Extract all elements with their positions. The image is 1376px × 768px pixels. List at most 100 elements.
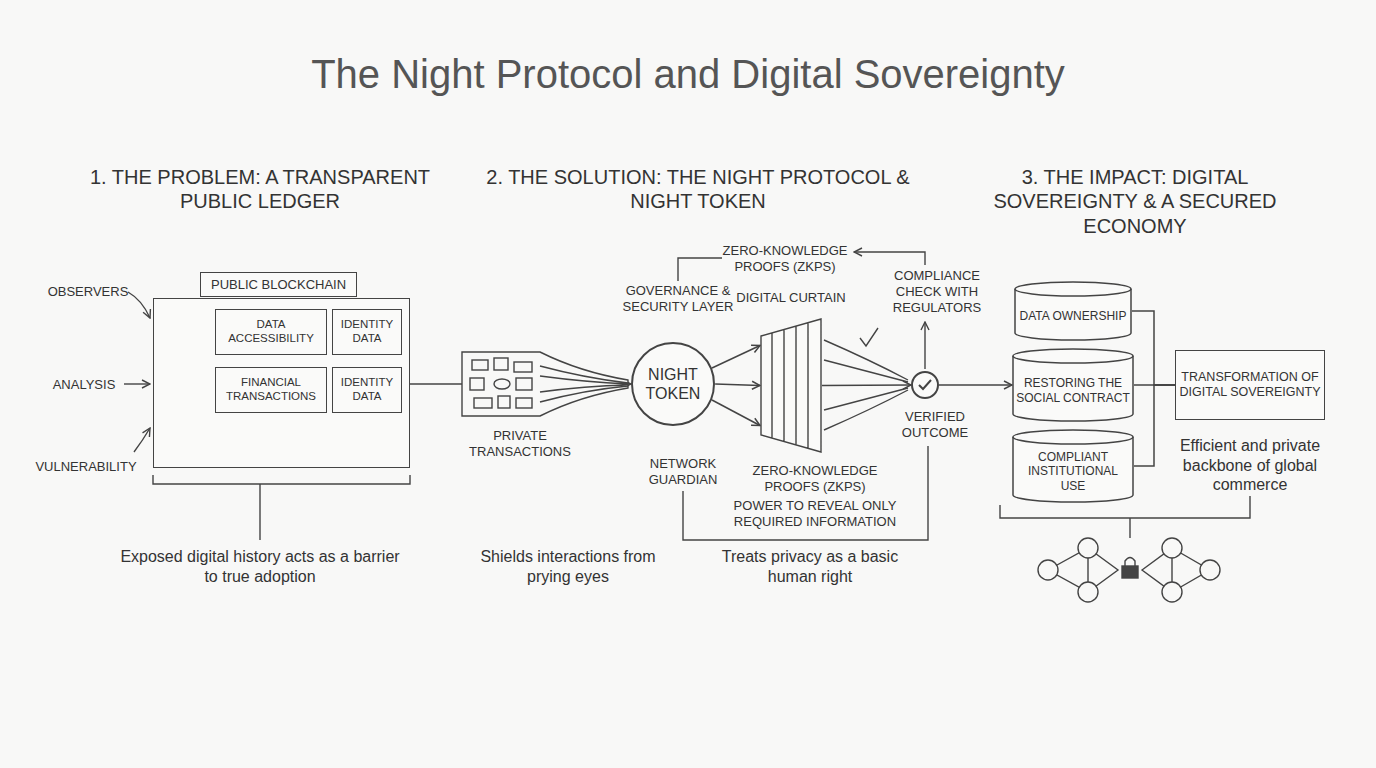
node-text: COMPLIANT INSTITUTIONAL USE xyxy=(1015,450,1131,493)
decor-stroke xyxy=(1122,566,1138,578)
token-circle: NIGHT TOKEN xyxy=(631,342,715,426)
decor-stroke xyxy=(1078,538,1098,558)
cylinder-top xyxy=(1013,437,1133,444)
curtain-shape: DIGITAL CURTAIN xyxy=(760,318,822,453)
decor-stroke xyxy=(516,398,532,408)
connector xyxy=(822,384,911,386)
check-circle: VERIFIED OUTCOME xyxy=(911,371,939,399)
connector xyxy=(712,346,760,368)
decor-stroke xyxy=(860,328,878,346)
node-text: TRANSFORMATION OF DIGITAL SOVEREIGNTY xyxy=(1179,370,1321,400)
data-cylinder: RESTORING THE SOCIAL CONTRACT xyxy=(1012,349,1134,421)
decor-stroke xyxy=(153,475,410,484)
cylinder-top xyxy=(1013,356,1133,363)
node-content: RESTORING THE SOCIAL CONTRACT xyxy=(1012,349,1134,421)
node-content: IDENTITY DATA xyxy=(333,310,401,354)
outcome-label: VERIFIED OUTCOME xyxy=(889,409,981,440)
label-text: 2. THE SOLUTION: THE NIGHT PROTOCOL & NI… xyxy=(473,165,923,214)
curtain-path xyxy=(761,319,821,452)
decor-stroke xyxy=(514,362,532,372)
connector xyxy=(1132,311,1175,385)
node-content: COMPLIANT INSTITUTIONAL USE xyxy=(1012,430,1134,502)
label-text: Efficient and private backbone of global… xyxy=(1165,436,1335,495)
decor-stroke xyxy=(470,378,484,390)
decor-stroke xyxy=(678,258,722,281)
decor-stroke xyxy=(472,360,488,370)
label-text: OBSERVERS xyxy=(43,284,133,300)
transaction-funnel xyxy=(462,352,628,416)
process-box: TRANSFORMATION OF DIGITAL SOVEREIGNTY xyxy=(1175,350,1325,420)
connector xyxy=(1134,385,1175,466)
label-text: Shields interactions from prying eyes xyxy=(468,547,668,586)
label-text: 1. THE PROBLEM: A TRANSPARENT PUBLIC LED… xyxy=(75,165,445,214)
check-mark xyxy=(913,373,937,397)
data-cylinder: DATA OWNERSHIP xyxy=(1014,282,1132,340)
node-content: FINANCIAL TRANSACTIONS xyxy=(216,368,326,412)
label-text: VULNERABILITY xyxy=(34,459,138,475)
label-text: Treats privacy as a basic human right xyxy=(710,547,910,586)
decor-stroke xyxy=(134,428,150,452)
decor-stroke xyxy=(516,378,532,390)
node-text: NIGHT TOKEN xyxy=(636,365,710,403)
node-content: IDENTITY DATA xyxy=(333,368,401,412)
label-text: ZERO-KNOWLEDGE PROOFS (ZKPS) xyxy=(715,243,855,275)
decor-stroke xyxy=(824,360,908,382)
decor-stroke xyxy=(1078,582,1098,602)
converging-rays xyxy=(824,340,908,430)
decor-stroke xyxy=(259,484,260,540)
decor-stroke xyxy=(1200,560,1220,580)
network-icon xyxy=(1038,538,1220,602)
data-cylinder: COMPLIANT INSTITUTIONAL USE xyxy=(1012,430,1134,502)
box-heading: PUBLIC BLOCKCHAIN xyxy=(200,272,357,297)
decor-stroke xyxy=(474,398,492,408)
check-path xyxy=(919,380,931,389)
decor-stroke xyxy=(540,366,628,402)
label-text: ANALYSIS xyxy=(44,377,124,393)
connector xyxy=(939,384,1012,386)
node-text: IDENTITY DATA xyxy=(336,318,398,346)
connector xyxy=(712,400,760,426)
observer-arrows xyxy=(124,292,150,452)
ledger-box: PUBLIC BLOCKCHAINDATA ACCESSIBILITYIDENT… xyxy=(153,298,410,468)
label-text: Exposed digital history acts as a barrie… xyxy=(120,547,400,586)
bracket xyxy=(153,475,410,540)
process-box: DATA ACCESSIBILITY xyxy=(215,309,327,355)
decor-stroke xyxy=(1048,548,1210,592)
shape-heading: DIGITAL CURTAIN xyxy=(736,290,845,306)
label-text: GOVERNANCE & SECURITY LAYER xyxy=(616,283,740,315)
process-box: IDENTITY DATA xyxy=(332,367,402,413)
cylinder-body xyxy=(1013,349,1133,421)
decor-stroke xyxy=(1129,518,1130,538)
node-content: DATA OWNERSHIP xyxy=(1014,282,1132,340)
decor-stroke xyxy=(494,379,510,389)
decor-stroke xyxy=(128,292,150,318)
label-text: POWER TO REVEAL ONLY REQUIRED INFORMATIO… xyxy=(700,498,930,530)
cylinder-top xyxy=(1015,289,1131,296)
node-content: DATA ACCESSIBILITY xyxy=(216,310,326,354)
process-box: FINANCIAL TRANSACTIONS xyxy=(215,367,327,413)
decor-stroke xyxy=(1038,560,1058,580)
decor-stroke xyxy=(824,388,908,410)
node-text: RESTORING THE SOCIAL CONTRACT xyxy=(1015,376,1131,405)
decor-stroke xyxy=(1162,538,1182,558)
diagram-title: The Night Protocol and Digital Sovereign… xyxy=(0,52,1376,97)
label-text: PRIVATE TRANSACTIONS xyxy=(465,428,575,460)
node-text: IDENTITY DATA xyxy=(336,376,398,404)
label-text: ZERO-KNOWLEDGE PROOFS (ZKPS) xyxy=(745,463,885,495)
cylinder-body xyxy=(1013,430,1133,502)
decor-stroke xyxy=(498,396,510,408)
decor-stroke xyxy=(494,358,508,370)
node-text: DATA OWNERSHIP xyxy=(1020,309,1127,323)
decor-stroke xyxy=(854,252,925,265)
label-text: 3. THE IMPACT: DIGITAL SOVEREIGNTY & A S… xyxy=(980,165,1290,238)
decor-stroke xyxy=(924,322,925,369)
process-box: IDENTITY DATA xyxy=(332,309,402,355)
node-content: NIGHT TOKEN xyxy=(633,344,713,424)
node-content: TRANSFORMATION OF DIGITAL SOVEREIGNTY xyxy=(1176,351,1324,419)
cylinder-body xyxy=(1015,282,1131,340)
connector xyxy=(715,384,760,386)
label-text: NETWORK GUARDIAN xyxy=(633,456,733,488)
decor-stroke xyxy=(462,352,628,416)
bracket xyxy=(1000,496,1250,538)
